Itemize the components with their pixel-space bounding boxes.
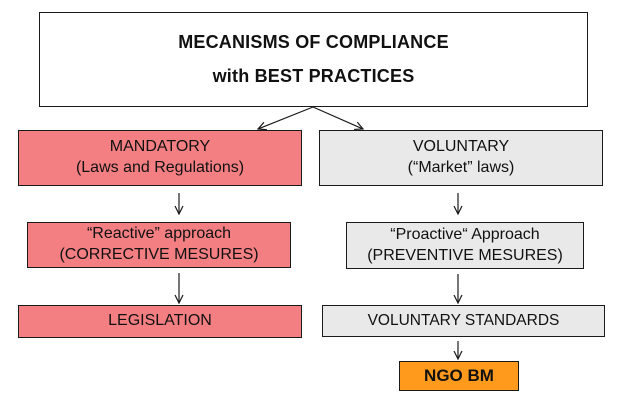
proactive-sublabel: (PREVENTIVE MESURES) [367,246,563,264]
reactive-approach-box: “Reactive” approach (CORRECTIVE MESURES) [27,222,291,268]
arrow-title-to-voluntary [312,106,363,129]
ngo-bm-box: NGO BM [399,361,519,391]
title-box: MECANISMS OF COMPLIANCE with BEST PRACTI… [39,12,588,107]
legislation-label: LEGISLATION [108,312,212,330]
reactive-sublabel: (CORRECTIVE MESURES) [59,246,259,263]
arrow-title-to-mandatory [258,106,314,129]
proactive-label: “Proactive“ Approach [390,225,540,243]
ngo-bm-label: NGO BM [424,365,494,385]
mandatory-box: MANDATORY (Laws and Regulations) [18,130,302,186]
legislation-box: LEGISLATION [18,305,302,338]
title-line-1: MECANISMS OF COMPLIANCE [178,32,449,53]
proactive-approach-box: “Proactive“ Approach (PREVENTIVE MESURES… [346,222,584,269]
voluntary-box: VOLUNTARY (“Market” laws) [319,130,603,186]
reactive-label: “Reactive” approach [86,225,232,243]
title-line-2: with BEST PRACTICES [212,65,415,86]
mandatory-sublabel: (Laws and Regulations) [75,159,245,176]
voluntary-standards-label: VOLUNTARY STANDARDS [367,311,560,329]
mandatory-label: MANDATORY [109,138,211,156]
voluntary-label: VOLUNTARY [412,138,510,156]
voluntary-standards-box: VOLUNTARY STANDARDS [322,305,605,337]
voluntary-sublabel: (“Market” laws) [407,159,515,176]
